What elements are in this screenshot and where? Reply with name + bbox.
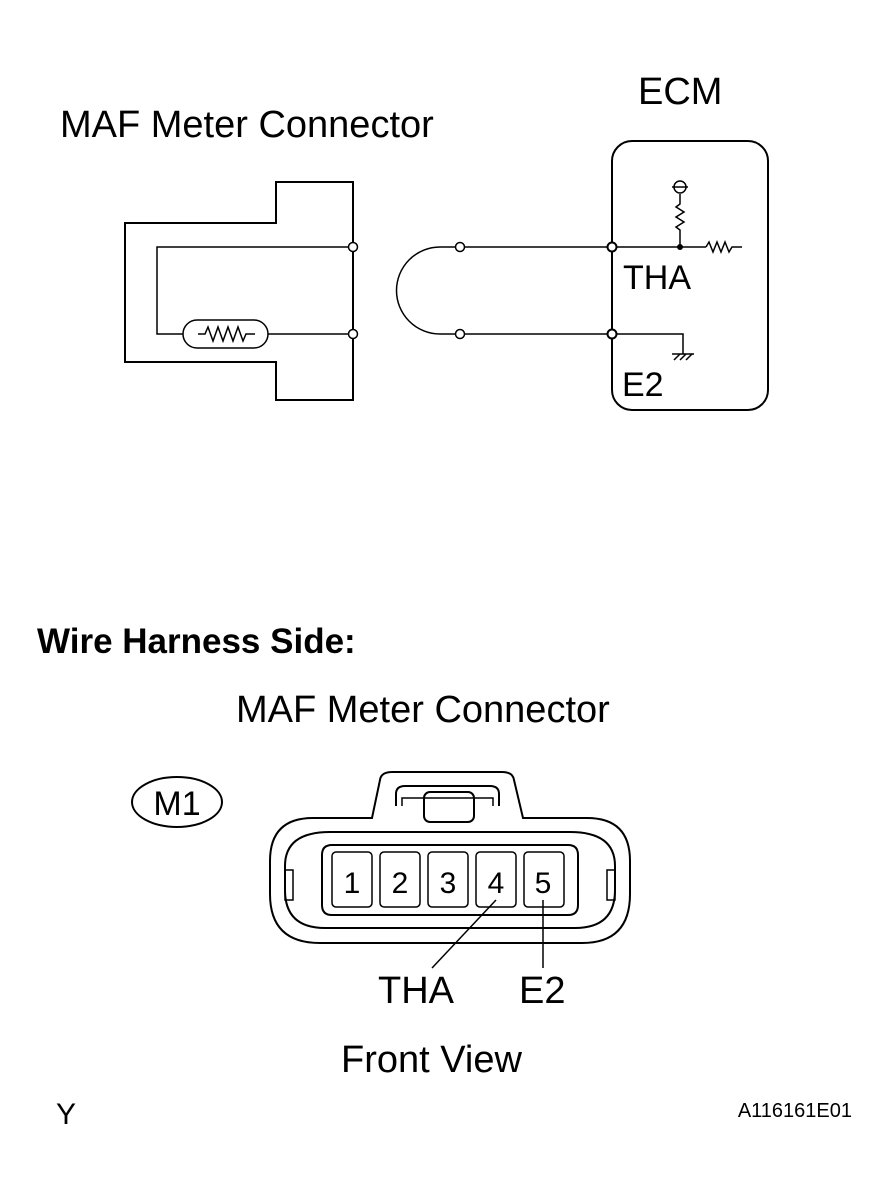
pin-cavity-2	[379, 851, 421, 908]
pin-number-1: 1	[344, 867, 361, 900]
footer-code: Y	[56, 1098, 76, 1131]
maf-terminal-e2	[347, 328, 359, 340]
section-heading: Wire Harness Side:	[37, 622, 356, 661]
ecm-box	[611, 140, 769, 411]
ecm-terminal-e2	[606, 328, 618, 340]
maf-terminal-tha	[347, 241, 359, 253]
maf-meter-body	[124, 181, 354, 401]
pin-number-5: 5	[535, 867, 552, 900]
harness-terminal-lower	[454, 328, 466, 340]
ecm-e2-label: E2	[622, 366, 664, 404]
intake-air-temp-sensor	[182, 319, 269, 349]
ecm-terminal-tha	[606, 241, 618, 253]
maf-connector-title: MAF Meter Connector	[60, 104, 434, 146]
harness-terminal-upper	[454, 241, 466, 253]
pin-cavities	[331, 851, 565, 908]
pin-cavity-4	[475, 851, 517, 908]
pin-tha-label: THA	[378, 970, 455, 1012]
connector-housing	[269, 771, 631, 944]
ecm-tha-label: THA	[623, 259, 691, 297]
leader-line-tha	[431, 899, 497, 969]
pin-cavity-5	[523, 851, 565, 908]
ecm-pullup-circuit	[616, 180, 742, 255]
pin-number-3: 3	[440, 867, 457, 900]
connector-title: MAF Meter Connector	[236, 689, 610, 731]
pin-number-2: 2	[392, 867, 409, 900]
harness-loop	[395, 246, 460, 335]
ground-icon	[616, 333, 694, 361]
figure-id: A116161E01	[738, 1100, 852, 1122]
connector-id-badge	[131, 776, 223, 828]
pin-cavity-3	[427, 851, 469, 908]
front-view-label: Front View	[341, 1039, 522, 1081]
pin-number-4: 4	[488, 867, 505, 900]
connector-id: M1	[153, 785, 200, 823]
ecm-title: ECM	[638, 71, 722, 113]
pin-e2-label: E2	[519, 970, 565, 1012]
pin-cavity-1	[331, 851, 373, 908]
